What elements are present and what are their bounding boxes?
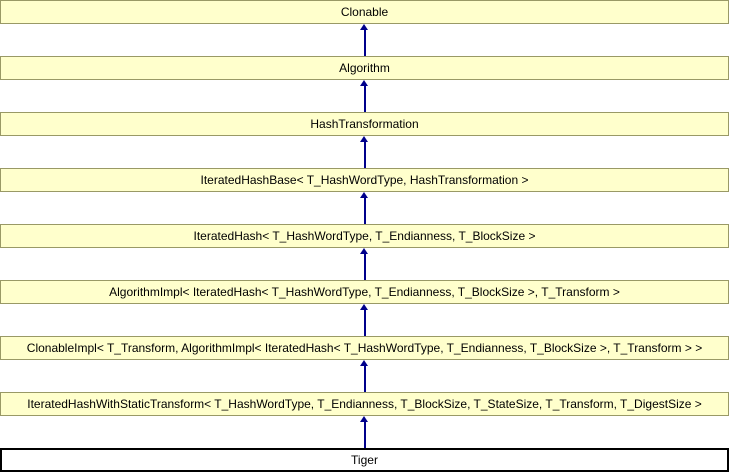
- arrow-up-icon: [360, 360, 368, 366]
- class-node-clonable[interactable]: Clonable: [0, 0, 729, 24]
- arrow-up-icon: [360, 416, 368, 422]
- arrow-line: [363, 309, 366, 336]
- class-node-algorithmimpl[interactable]: AlgorithmImpl< IteratedHash< T_HashWordT…: [0, 280, 729, 304]
- inheritance-arrow: [360, 304, 369, 336]
- inheritance-arrow: [360, 80, 369, 112]
- class-node-iteratedhash[interactable]: IteratedHash< T_HashWordType, T_Endianne…: [0, 224, 729, 248]
- inheritance-arrow: [360, 248, 369, 280]
- arrow-up-icon: [360, 192, 368, 198]
- arrow-up-icon: [360, 248, 368, 254]
- arrow-line: [363, 365, 366, 392]
- arrow-line: [363, 421, 366, 448]
- class-node-iteratedhashbase[interactable]: IteratedHashBase< T_HashWordType, HashTr…: [0, 168, 729, 192]
- inheritance-arrow: [360, 192, 369, 224]
- inheritance-arrow: [360, 136, 369, 168]
- arrow-line: [363, 85, 366, 112]
- class-node-algorithm[interactable]: Algorithm: [0, 56, 729, 80]
- arrow-up-icon: [360, 304, 368, 310]
- inheritance-arrow: [360, 416, 369, 448]
- arrow-line: [363, 197, 366, 224]
- arrow-up-icon: [360, 136, 368, 142]
- arrow-line: [363, 29, 366, 56]
- class-node-tiger-current: Tiger: [0, 448, 729, 472]
- arrow-up-icon: [360, 80, 368, 86]
- class-node-iteratedhashwithstatictransform[interactable]: IteratedHashWithStaticTransform< T_HashW…: [0, 392, 729, 416]
- arrow-line: [363, 253, 366, 280]
- class-node-hashtransformation[interactable]: HashTransformation: [0, 112, 729, 136]
- inheritance-arrow: [360, 360, 369, 392]
- inheritance-arrow: [360, 24, 369, 56]
- class-node-clonableimpl[interactable]: ClonableImpl< T_Transform, AlgorithmImpl…: [0, 336, 729, 360]
- arrow-up-icon: [360, 24, 368, 30]
- arrow-line: [363, 141, 366, 168]
